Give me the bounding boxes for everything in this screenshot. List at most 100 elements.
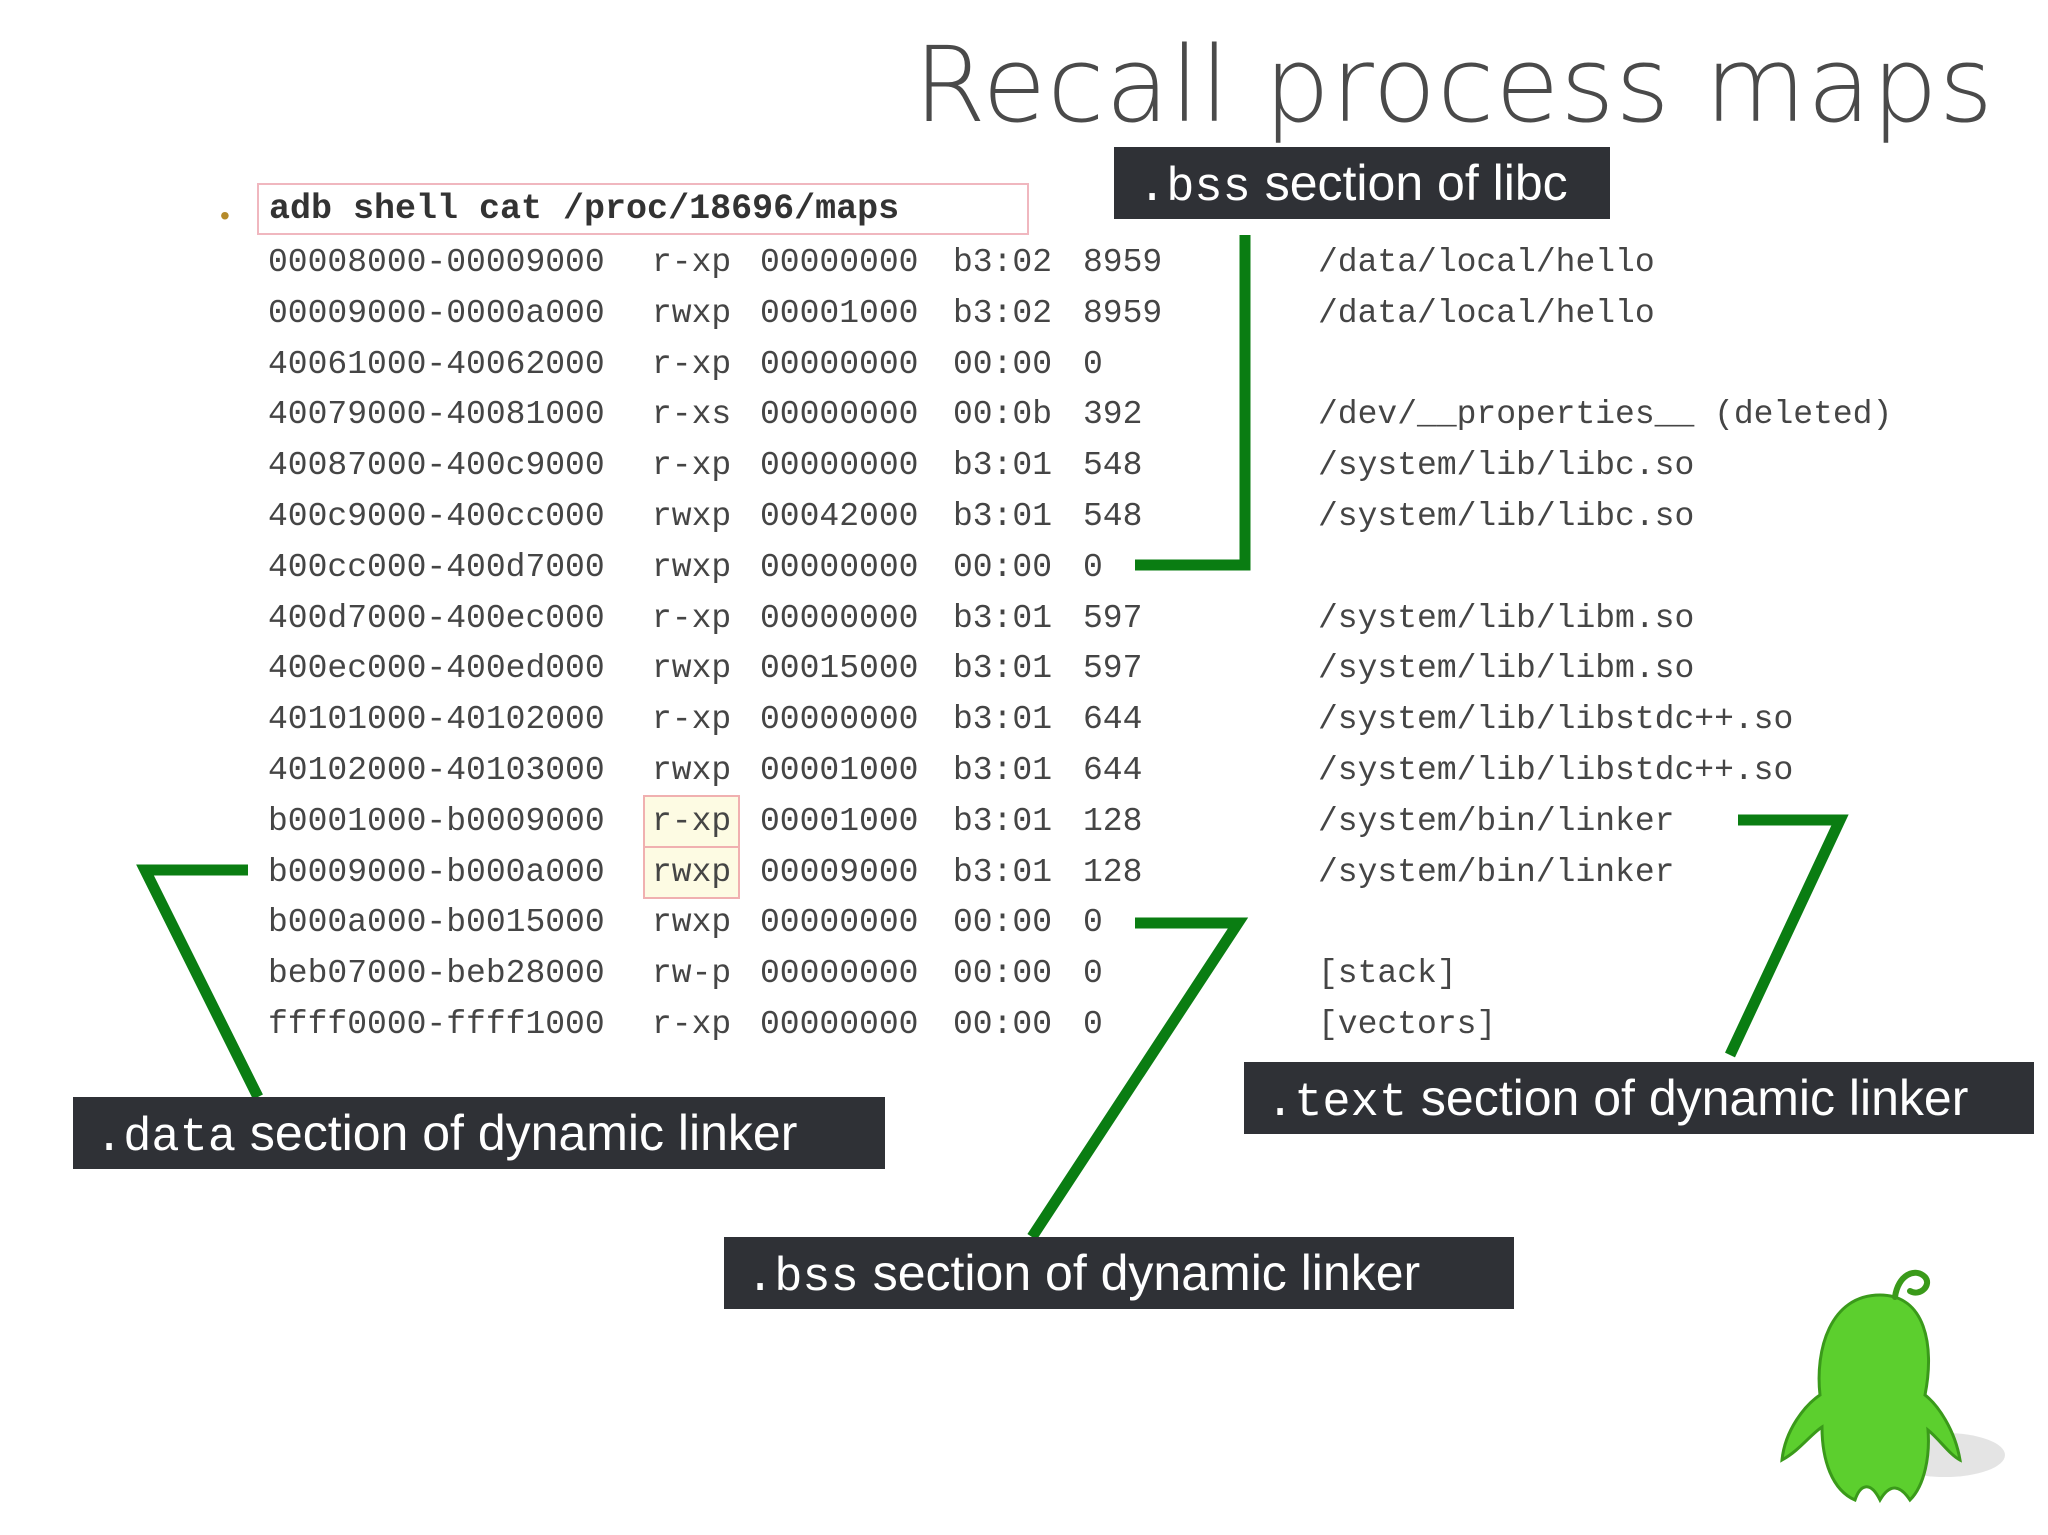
maps-cell-perms: r-xp [652,244,732,281]
callout-data-linker: .data section of dynamic linker [73,1097,885,1169]
maps-cell-perms: rwxp [652,752,732,789]
maps-cell-dev: b3:01 [953,447,1053,485]
callout-text: section of libc [1250,155,1568,211]
connector-bss-linker [1027,917,1249,1241]
maps-row: 400cc000-400d7000 rwxp 00000000 00:00 0 [0,542,2048,593]
command-line: adb shell cat /proc/18696/maps [257,183,1029,235]
maps-cell-inode: 597 [1083,650,1143,688]
connector-bss-libc [1135,235,1251,571]
maps-cell-range: 400c9000-400cc000 [268,498,605,535]
maps-row: 400c9000-400cc000 rwxp 00042000 b3:01 548/sy… [0,491,2048,542]
maps-cell-perms: r-xs [652,396,732,434]
maps-cell-offset: 00042000 [760,498,919,535]
callout-text: section of dynamic linker [858,1245,1421,1301]
maps-cell-dev: b3:01 [953,498,1053,535]
maps-cell-perms: r-xp [652,701,732,739]
maps-cell-range: 400ec000-400ed000 [268,650,605,688]
maps-cell-perms: r-xp [652,1006,732,1043]
maps-cell-inode: 128 [1083,802,1143,840]
maps-cell-perms: rwxp [642,845,741,899]
maps-cell-offset: 00009000 [760,853,919,891]
maps-cell-path: /dev/__properties__ (deleted) [1318,396,1893,434]
maps-cell-path: /system/lib/libstdc++.so [1318,701,1794,739]
maps-cell-perms: r-xp [652,599,732,637]
maps-cell-dev: 00:00 [953,548,1053,586]
maps-cell-dev: 00:00 [953,345,1053,383]
maps-cell-range: b000a000-b0015000 [268,904,605,942]
maps-cell-offset: 00000000 [760,955,919,993]
maps-cell-range: 40087000-400c9000 [268,447,605,485]
maps-cell-range: b0001000-b0009000 [268,802,605,840]
maps-cell-offset: 00000000 [760,548,919,586]
maps-cell-perms: r-xp [652,345,732,383]
maps-cell-inode: 8959 [1083,244,1163,281]
maps-cell-range: 400cc000-400d7000 [268,548,605,586]
connector-data-linker [136,864,263,1100]
callout-section-name: .data [95,1112,237,1165]
maps-cell-inode: 392 [1083,396,1143,434]
maps-cell-inode: 0 [1083,1006,1103,1043]
maps-cell-path: /system/lib/libm.so [1318,650,1695,688]
maps-cell-dev: b3:01 [953,853,1053,891]
connector-text-linker [1725,814,1849,1058]
maps-cell-path: /system/lib/libc.so [1318,447,1695,485]
maps-cell-perms: rwxp [652,548,732,586]
maps-cell-perms: rwxp [652,498,732,535]
maps-cell-offset: 00000000 [760,1006,919,1043]
maps-cell-offset: 00001000 [760,802,919,840]
maps-cell-perms: rwxp [652,294,732,332]
maps-cell-dev: 00:00 [953,904,1053,942]
callout-bss-libc: .bss section of libc [1114,147,1610,219]
maps-cell-range: 40101000-40102000 [268,701,605,739]
maps-cell-inode: 644 [1083,701,1143,739]
maps-cell-range: beb07000-beb28000 [268,955,605,993]
maps-cell-inode: 0 [1083,548,1103,586]
maps-cell-dev: b3:02 [953,244,1053,281]
maps-cell-offset: 00000000 [760,904,919,942]
maps-cell-dev: b3:01 [953,650,1053,688]
maps-cell-range: 40102000-40103000 [268,752,605,789]
maps-cell-perms: r-xp [652,447,732,485]
maps-cell-path: /system/lib/libc.so [1318,498,1695,535]
maps-cell-perms: rwxp [652,904,732,942]
maps-cell-range: 00009000-0000a000 [268,294,605,332]
maps-cell-inode: 548 [1083,498,1143,535]
maps-cell-dev: b3:01 [953,701,1053,739]
maps-cell-perms: r-xp [642,794,741,848]
maps-cell-offset: 00000000 [760,447,919,485]
maps-cell-offset: 00000000 [760,396,919,434]
maps-cell-perms: rwxp [652,650,732,688]
maps-cell-offset: 00000000 [760,345,919,383]
maps-cell-inode: 0 [1083,345,1103,383]
android-mascot-icon [1780,1269,2005,1504]
maps-cell-path: /system/bin/linker [1318,802,1675,840]
maps-cell-offset: 00001000 [760,752,919,789]
maps-cell-offset: 00000000 [760,599,919,637]
maps-cell-range: 400d7000-400ec000 [268,599,605,637]
maps-row: 40101000-40102000 r-xp 00000000 b3:01 644/sy… [0,694,2048,745]
maps-cell-perms: rw-p [652,955,732,993]
callout-bss-linker: .bss section of dynamic linker [724,1237,1514,1309]
maps-cell-offset: 00000000 [760,701,919,739]
bullet-point: • [220,200,230,231]
maps-cell-path: [vectors] [1318,1006,1497,1043]
maps-cell-offset: 00001000 [760,294,919,332]
maps-cell-offset: 00015000 [760,650,919,688]
maps-cell-range: ffff0000-ffff1000 [268,1006,605,1043]
callout-section-name: .bss [746,1252,859,1305]
maps-cell-path: /data/local/hello [1318,244,1655,281]
callout-section-name: .bss [1138,162,1251,215]
callout-text: section of dynamic linker [1407,1070,1969,1126]
maps-cell-dev: 00:0b [953,396,1053,434]
